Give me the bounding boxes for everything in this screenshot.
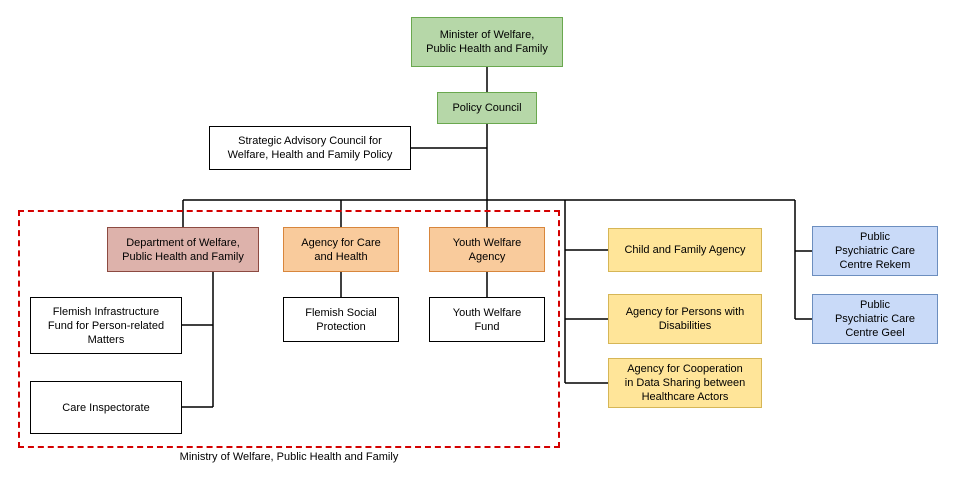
node-youth-welfare-agency: Youth Welfare Agency bbox=[429, 227, 545, 272]
ministry-group-outline bbox=[18, 210, 560, 448]
node-public-psychiatric-care-rekem: Public Psychiatric Care Centre Rekem bbox=[812, 226, 938, 276]
node-agency-cooperation-data-sharing: Agency for Cooperation in Data Sharing b… bbox=[608, 358, 762, 408]
node-agency-persons-disabilities: Agency for Persons with Disabilities bbox=[608, 294, 762, 344]
node-flemish-social-protection: Flemish Social Protection bbox=[283, 297, 399, 342]
node-care-inspectorate: Care Inspectorate bbox=[30, 381, 182, 434]
node-strategic-advisory-council: Strategic Advisory Council for Welfare, … bbox=[209, 126, 411, 170]
node-child-family-agency: Child and Family Agency bbox=[608, 228, 762, 272]
node-department-welfare: Department of Welfare, Public Health and… bbox=[107, 227, 259, 272]
node-flemish-infrastructure-fund: Flemish Infrastructure Fund for Person-r… bbox=[30, 297, 182, 354]
node-policy-council: Policy Council bbox=[437, 92, 537, 124]
ministry-group-caption: Ministry of Welfare, Public Health and F… bbox=[179, 451, 399, 463]
node-minister: Minister of Welfare, Public Health and F… bbox=[411, 17, 563, 67]
node-public-psychiatric-care-geel: Public Psychiatric Care Centre Geel bbox=[812, 294, 938, 344]
node-agency-care-health: Agency for Care and Health bbox=[283, 227, 399, 272]
node-youth-welfare-fund: Youth Welfare Fund bbox=[429, 297, 545, 342]
